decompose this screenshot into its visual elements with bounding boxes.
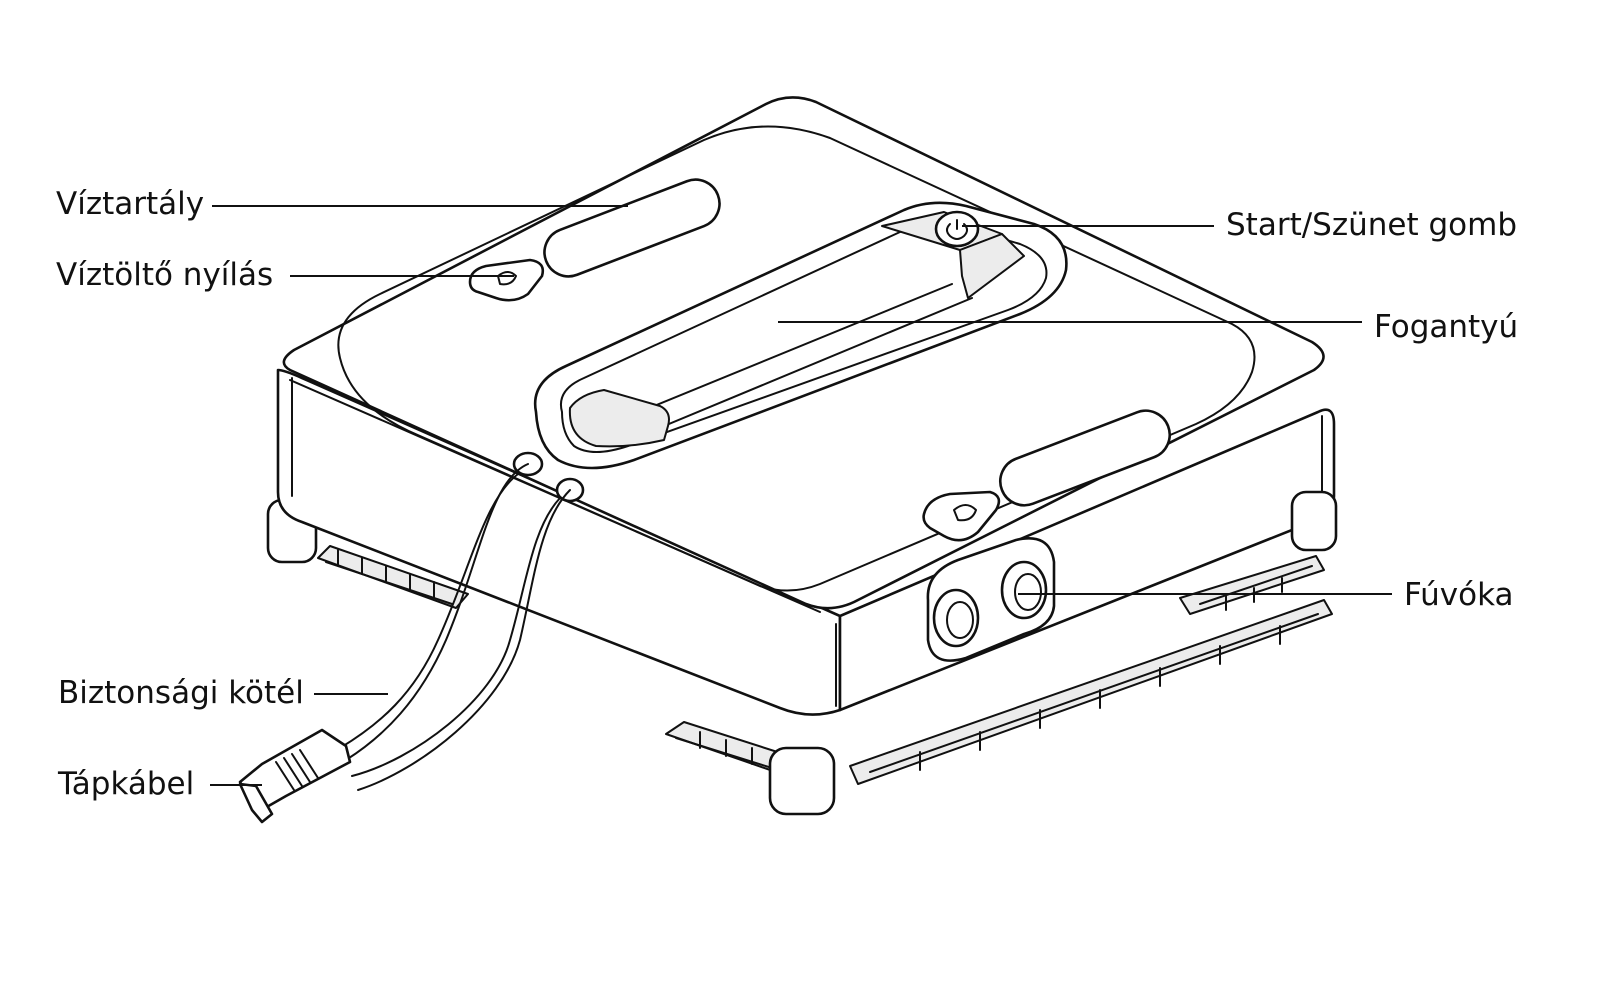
start-pause-button bbox=[934, 210, 980, 248]
rear-right-cleaning-pad bbox=[1179, 555, 1325, 615]
label-safety-rope: Biztonsági kötél bbox=[58, 675, 304, 711]
nozzle bbox=[926, 537, 1056, 662]
label-handle: Fogantyú bbox=[1374, 309, 1519, 345]
safety-rope bbox=[339, 451, 544, 761]
robot-body bbox=[276, 96, 1338, 816]
label-start-pause-button: Start/Szünet gomb bbox=[1226, 207, 1518, 243]
power-cable bbox=[238, 477, 585, 824]
label-water-fill-opening: Víztöltő nyílás bbox=[56, 257, 274, 293]
label-water-tank: Víztartály bbox=[56, 186, 205, 222]
leader-lines bbox=[210, 205, 1392, 786]
front-cleaning-pad bbox=[665, 599, 1333, 785]
label-power-cable: Tápkábel bbox=[58, 766, 195, 802]
label-nozzle: Fúvóka bbox=[1404, 577, 1514, 613]
water-fill-opening bbox=[468, 258, 1001, 542]
